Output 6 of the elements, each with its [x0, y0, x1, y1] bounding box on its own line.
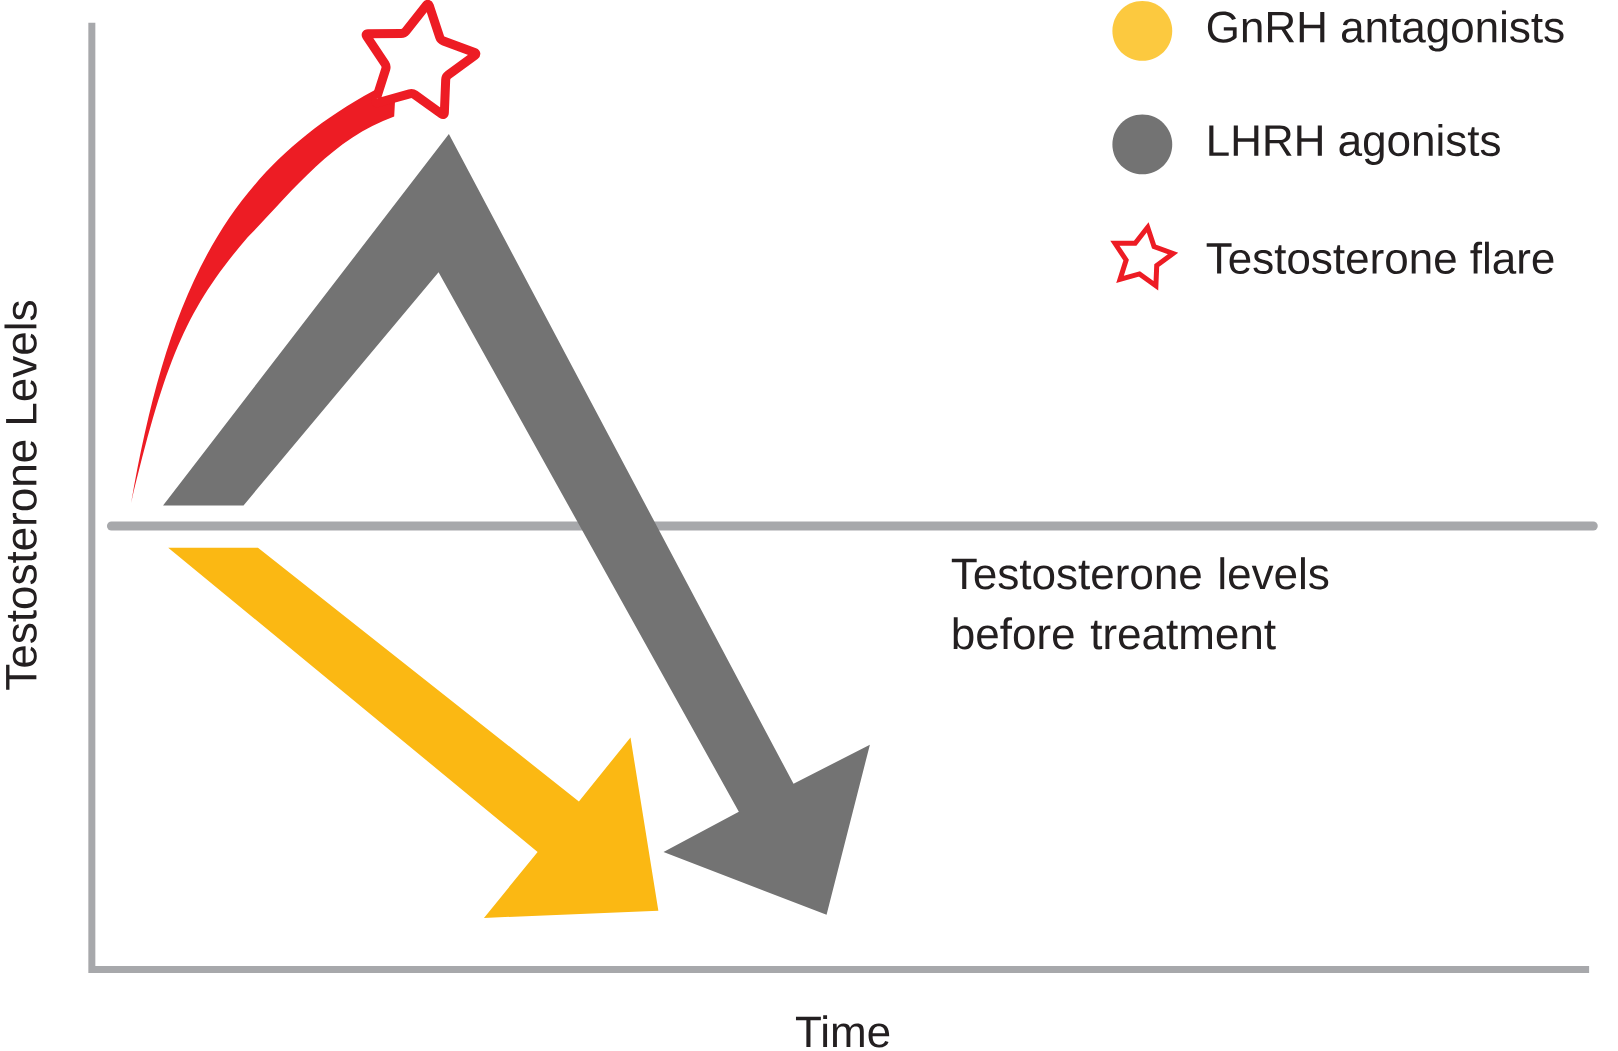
axis-label: Testosterone Levels: [4, 301, 37, 690]
legend-label: LHRH agonists: [1209, 123, 1500, 165]
legend-label: GnRH antagonists: [1207, 10, 1564, 52]
axis-label: Time: [796, 1015, 890, 1048]
annotation-text: Testosterone levels before treatment: [951, 557, 1329, 650]
legend-label: Testosterone flare: [1206, 241, 1554, 274]
